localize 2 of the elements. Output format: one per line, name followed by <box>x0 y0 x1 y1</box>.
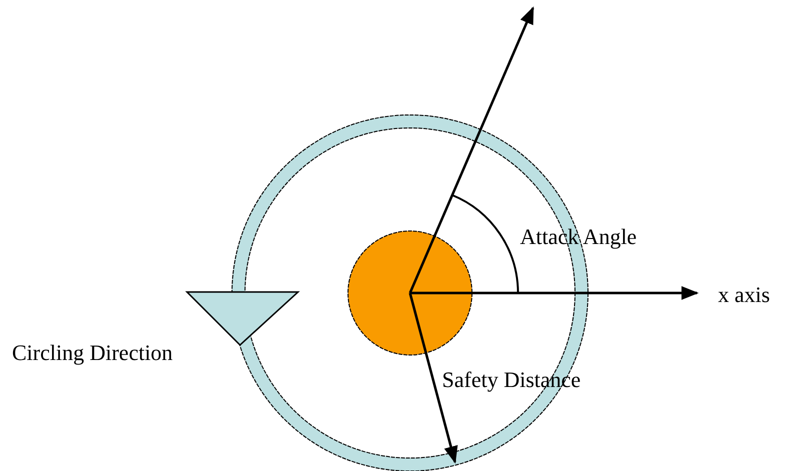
direction-label: Circling Direction <box>12 342 173 364</box>
axis-label: x axis <box>718 284 770 306</box>
